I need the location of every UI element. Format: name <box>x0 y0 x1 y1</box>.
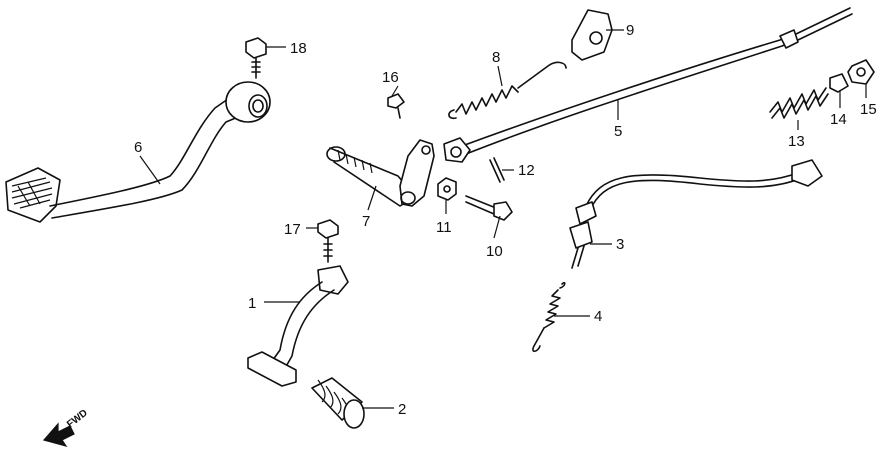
switch-spring <box>532 281 566 353</box>
brake-arm-shaft <box>326 139 435 207</box>
fwd-arrow-icon <box>42 422 75 448</box>
cable-bracket <box>571 9 613 61</box>
callout-3: 3 <box>616 236 624 253</box>
brake-rod <box>443 7 853 163</box>
callout-labels: 18 16 8 9 5 6 7 12 11 10 3 4 13 14 15 17… <box>134 22 877 418</box>
return-spring <box>448 61 567 120</box>
callout-9: 9 <box>626 22 634 39</box>
adjusting-nut <box>847 59 875 85</box>
rod-joint <box>829 73 849 93</box>
callout-6: 6 <box>134 139 142 156</box>
callout-7: 7 <box>362 213 370 230</box>
callout-8: 8 <box>492 49 500 66</box>
adjust-bolt <box>465 195 513 221</box>
brake-light-switch <box>569 159 823 269</box>
step-bracket <box>247 265 349 387</box>
callout-4: 4 <box>594 308 602 325</box>
callout-1: 1 <box>248 295 256 312</box>
pivot-bolt <box>245 37 267 79</box>
leader-lines <box>139 29 867 409</box>
brake-pedal <box>5 81 271 223</box>
callout-11: 11 <box>436 219 452 236</box>
callout-12: 12 <box>518 162 535 179</box>
small-bolt <box>387 93 405 119</box>
hex-nut <box>437 177 457 201</box>
callout-2: 2 <box>398 401 406 418</box>
callout-15: 15 <box>860 101 877 118</box>
callout-17: 17 <box>284 221 301 238</box>
fwd-indicator: FWD <box>42 408 90 448</box>
step-bolt <box>317 219 339 263</box>
callout-16: 16 <box>382 69 399 86</box>
fwd-label: FWD <box>65 408 90 431</box>
callout-14: 14 <box>830 111 847 128</box>
callout-5: 5 <box>614 123 622 140</box>
callout-18: 18 <box>290 40 307 57</box>
footpeg-rubber <box>311 377 365 429</box>
callout-10: 10 <box>486 243 503 260</box>
callout-13: 13 <box>788 133 805 150</box>
cotter-pin <box>489 157 505 183</box>
rod-spring <box>769 87 829 119</box>
